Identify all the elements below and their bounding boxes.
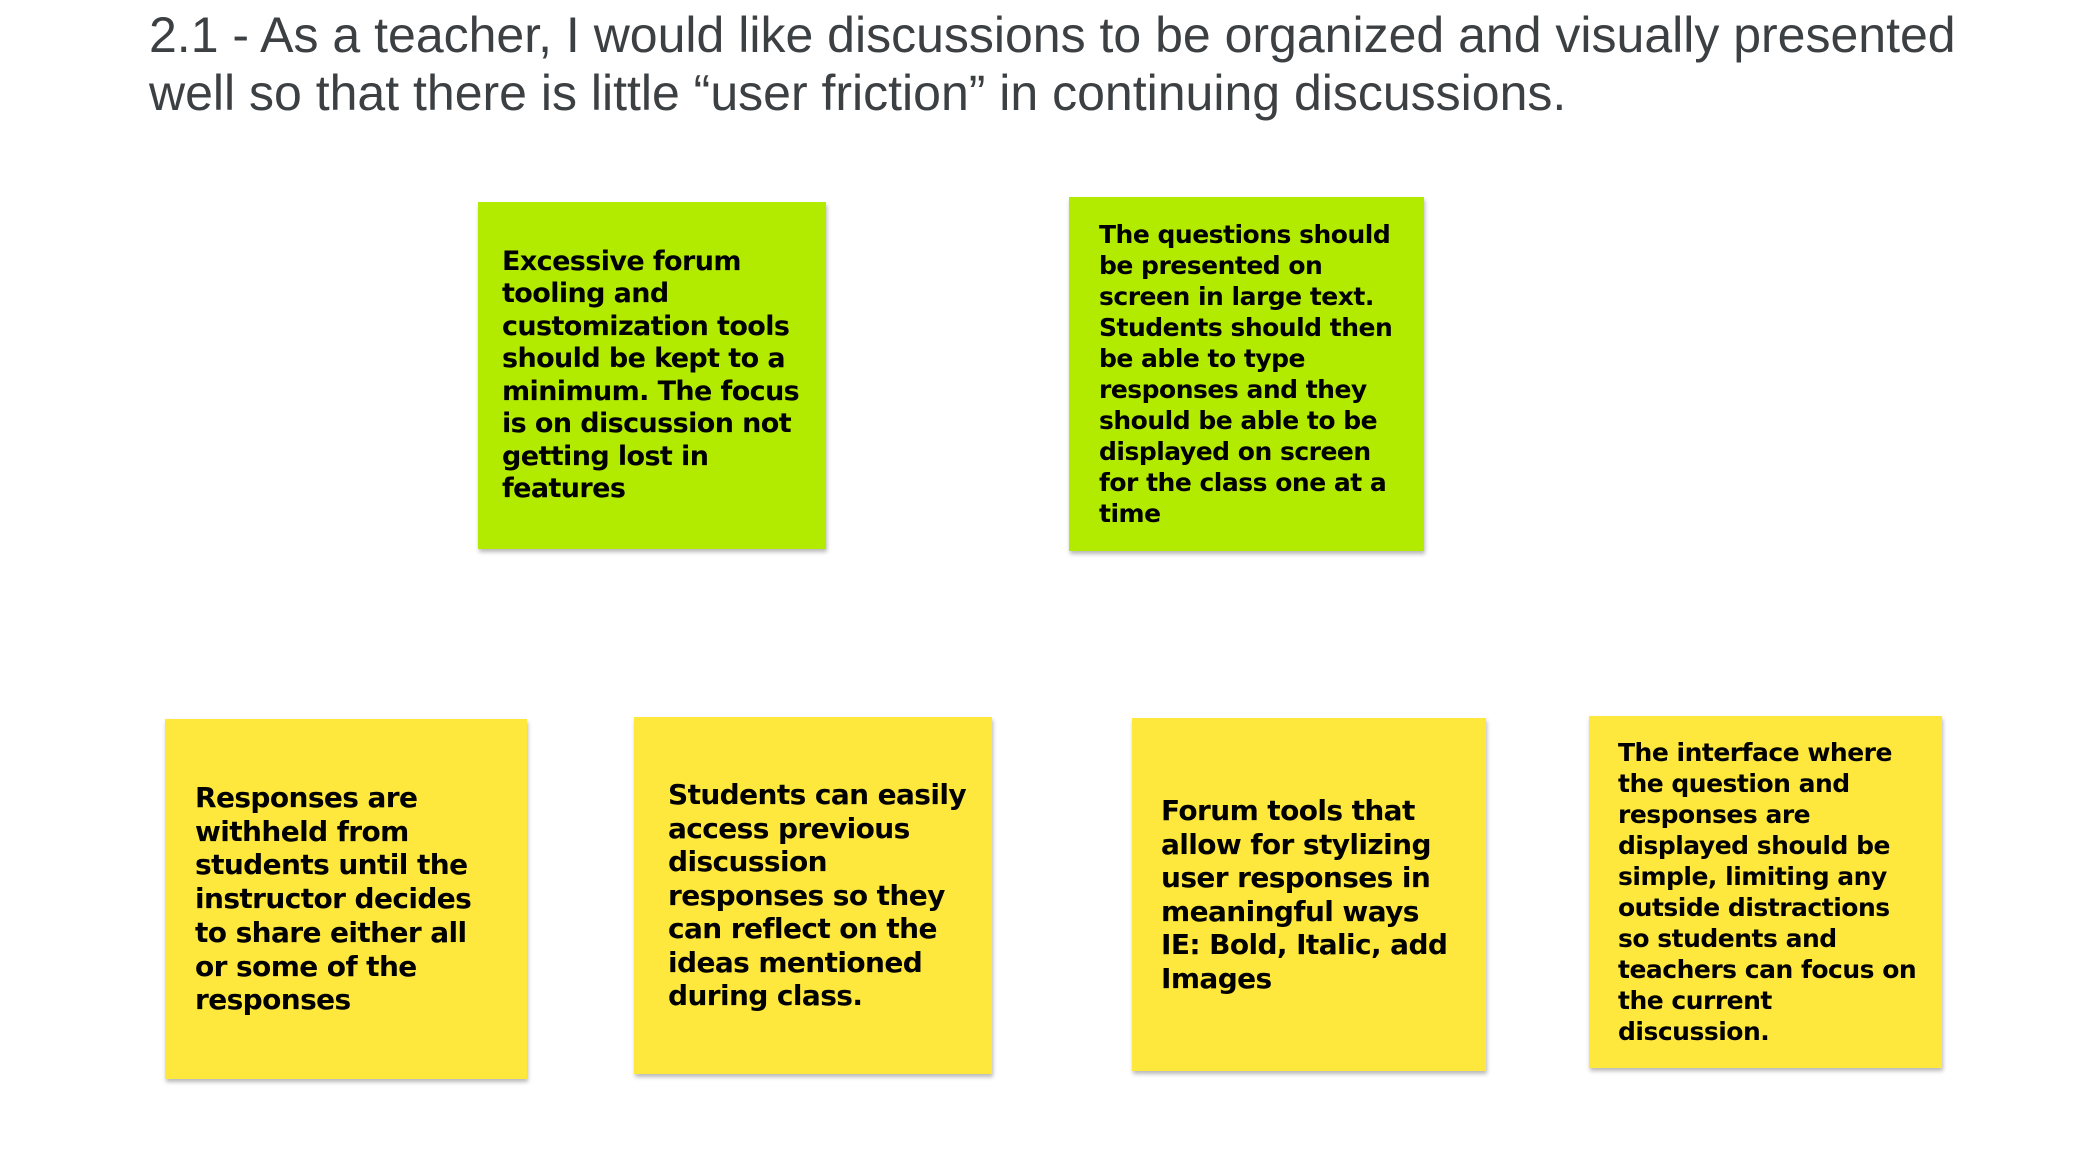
sticky-note-text: The interface where the question and res… — [1618, 738, 1917, 1046]
sticky-note-green[interactable]: The questions should be presented on scr… — [1069, 197, 1424, 551]
sticky-note-yellow[interactable]: Forum tools that allow for stylizing use… — [1132, 718, 1486, 1071]
page-title: 2.1 - As a teacher, I would like discuss… — [149, 7, 1956, 121]
sticky-note-text: Students can easily access previous disc… — [668, 778, 967, 1013]
sticky-note-text: Responses are withheld from students unt… — [195, 781, 472, 1017]
sticky-note-yellow[interactable]: The interface where the question and res… — [1589, 716, 1942, 1068]
sticky-note-text: The questions should be presented on scr… — [1099, 220, 1393, 528]
sticky-note-text: Excessive forum tooling and customizatio… — [502, 245, 800, 505]
sticky-note-yellow[interactable]: Students can easily access previous disc… — [634, 717, 992, 1074]
sticky-note-green[interactable]: Excessive forum tooling and customizatio… — [478, 202, 826, 549]
sticky-note-yellow[interactable]: Responses are withheld from students unt… — [165, 719, 527, 1079]
sticky-note-text: Forum tools that allow for stylizing use… — [1161, 794, 1448, 995]
